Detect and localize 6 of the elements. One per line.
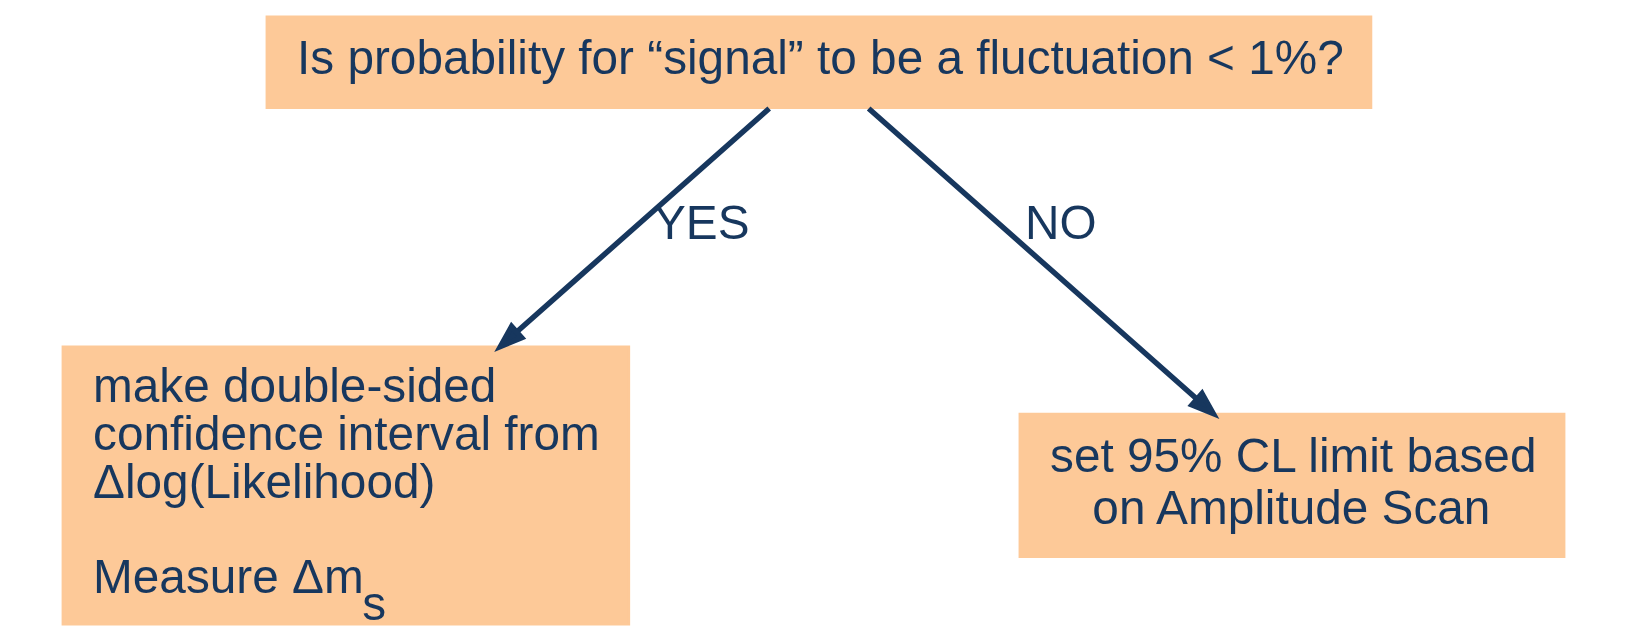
edge-label: YES (653, 196, 750, 250)
arrow (866, 106, 1219, 419)
node-box: set 95% CL limit based on Amplitude Scan (1018, 412, 1565, 559)
edge-label: NO (1024, 196, 1097, 250)
arrow (493, 106, 771, 352)
node-box: Is probability for “signal” to be a fluctuation < 1%? (265, 15, 1372, 109)
